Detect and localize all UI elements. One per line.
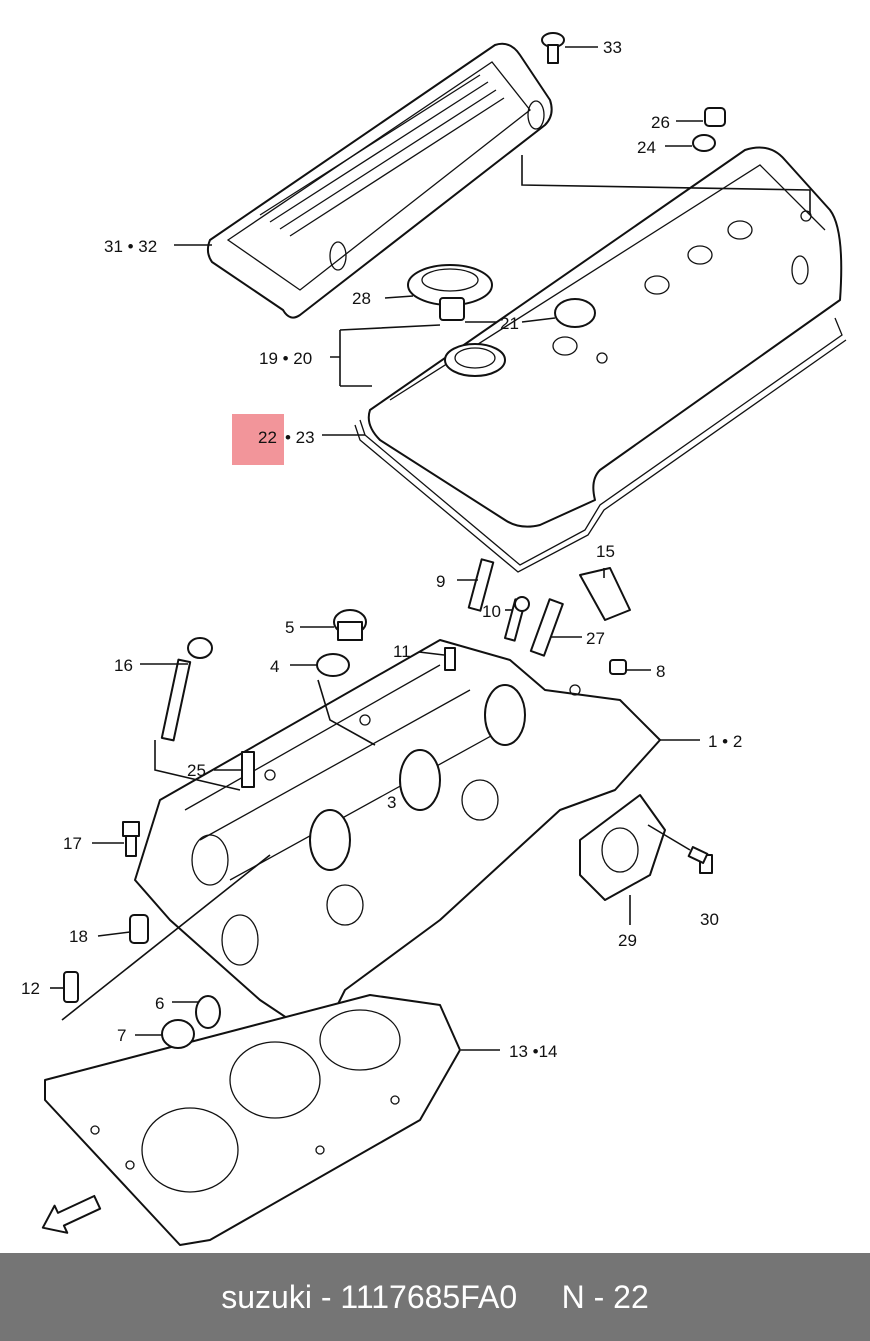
label-15: 15 [596,542,615,561]
highlight-box [232,414,284,465]
label-18: 18 [69,927,88,946]
label-30: 30 [700,910,719,929]
label-16: 16 [114,656,133,675]
bolt-16 [160,637,213,742]
separator: - [311,1278,341,1315]
label-11: 11 [393,642,411,661]
plug-8 [609,659,627,675]
ring-6 [195,995,221,1029]
label-24: 24 [637,138,656,157]
brand-name: suzuki [221,1278,312,1315]
label-3: 3 [387,793,396,812]
label-1-2: 1 • 2 [708,732,742,751]
nut-26 [704,107,726,127]
label-17: 17 [63,834,82,853]
label-33: 33 [603,38,622,57]
stud-25 [241,751,255,788]
cap-18 [129,914,149,944]
plug-7 [161,1019,195,1049]
label-7: 7 [117,1026,126,1045]
exploded-parts-diagram: FWD 33 26 [21,32,847,1246]
part-number: 1117685FA0 [340,1278,518,1315]
label-21: 21 [500,314,519,333]
label-27: 27 [586,629,605,648]
label-28: 28 [352,289,371,308]
spacer [517,1279,561,1316]
o-ring-21 [554,298,596,328]
diagram-position: N - 22 [561,1278,649,1315]
forward-arrow-icon: FWD [41,1194,102,1234]
cylinder-head-gasket [44,994,461,1246]
plug-5 [333,609,367,641]
bolt-10 [503,596,530,642]
label-26: 26 [651,113,670,132]
cylinder-head-cover [367,146,843,528]
spark-plug-27 [529,598,564,657]
washer-24 [692,134,716,152]
bracket-15 [579,567,631,621]
label-9: 9 [436,572,445,591]
label-12: 12 [21,979,40,998]
bolt-30 [687,846,713,874]
oil-filler-cap [407,264,493,321]
label-22: 22 [258,428,277,447]
label-23: • 23 [285,428,315,447]
dowel-11 [444,647,456,671]
label-13-14: 13 •14 [509,1042,558,1061]
bolt-17 [122,821,140,857]
seal-4 [316,653,350,677]
part-info-footer: suzuki - 1117685FA0 N - 22 [0,1253,870,1341]
callout-labels: 33 26 24 31 • 32 28 21 19 • 20 22 • 23 1… [21,38,742,1061]
label-8: 8 [656,662,665,681]
cylinder-head [134,639,661,1041]
label-6: 6 [155,994,164,1013]
bolt-33 [541,32,565,64]
leader-lines [50,46,811,1051]
label-31-32: 31 • 32 [104,237,157,256]
label-29: 29 [618,931,637,950]
label-4: 4 [270,657,279,676]
label-5: 5 [285,618,294,637]
stud-9 [467,558,495,612]
label-10: 10 [482,602,501,621]
water-outlet-29 [579,794,666,901]
plug-12 [63,971,79,1003]
engine-top-cover [206,42,553,319]
label-25: 25 [187,761,206,780]
label-19-20: 19 • 20 [259,349,312,368]
